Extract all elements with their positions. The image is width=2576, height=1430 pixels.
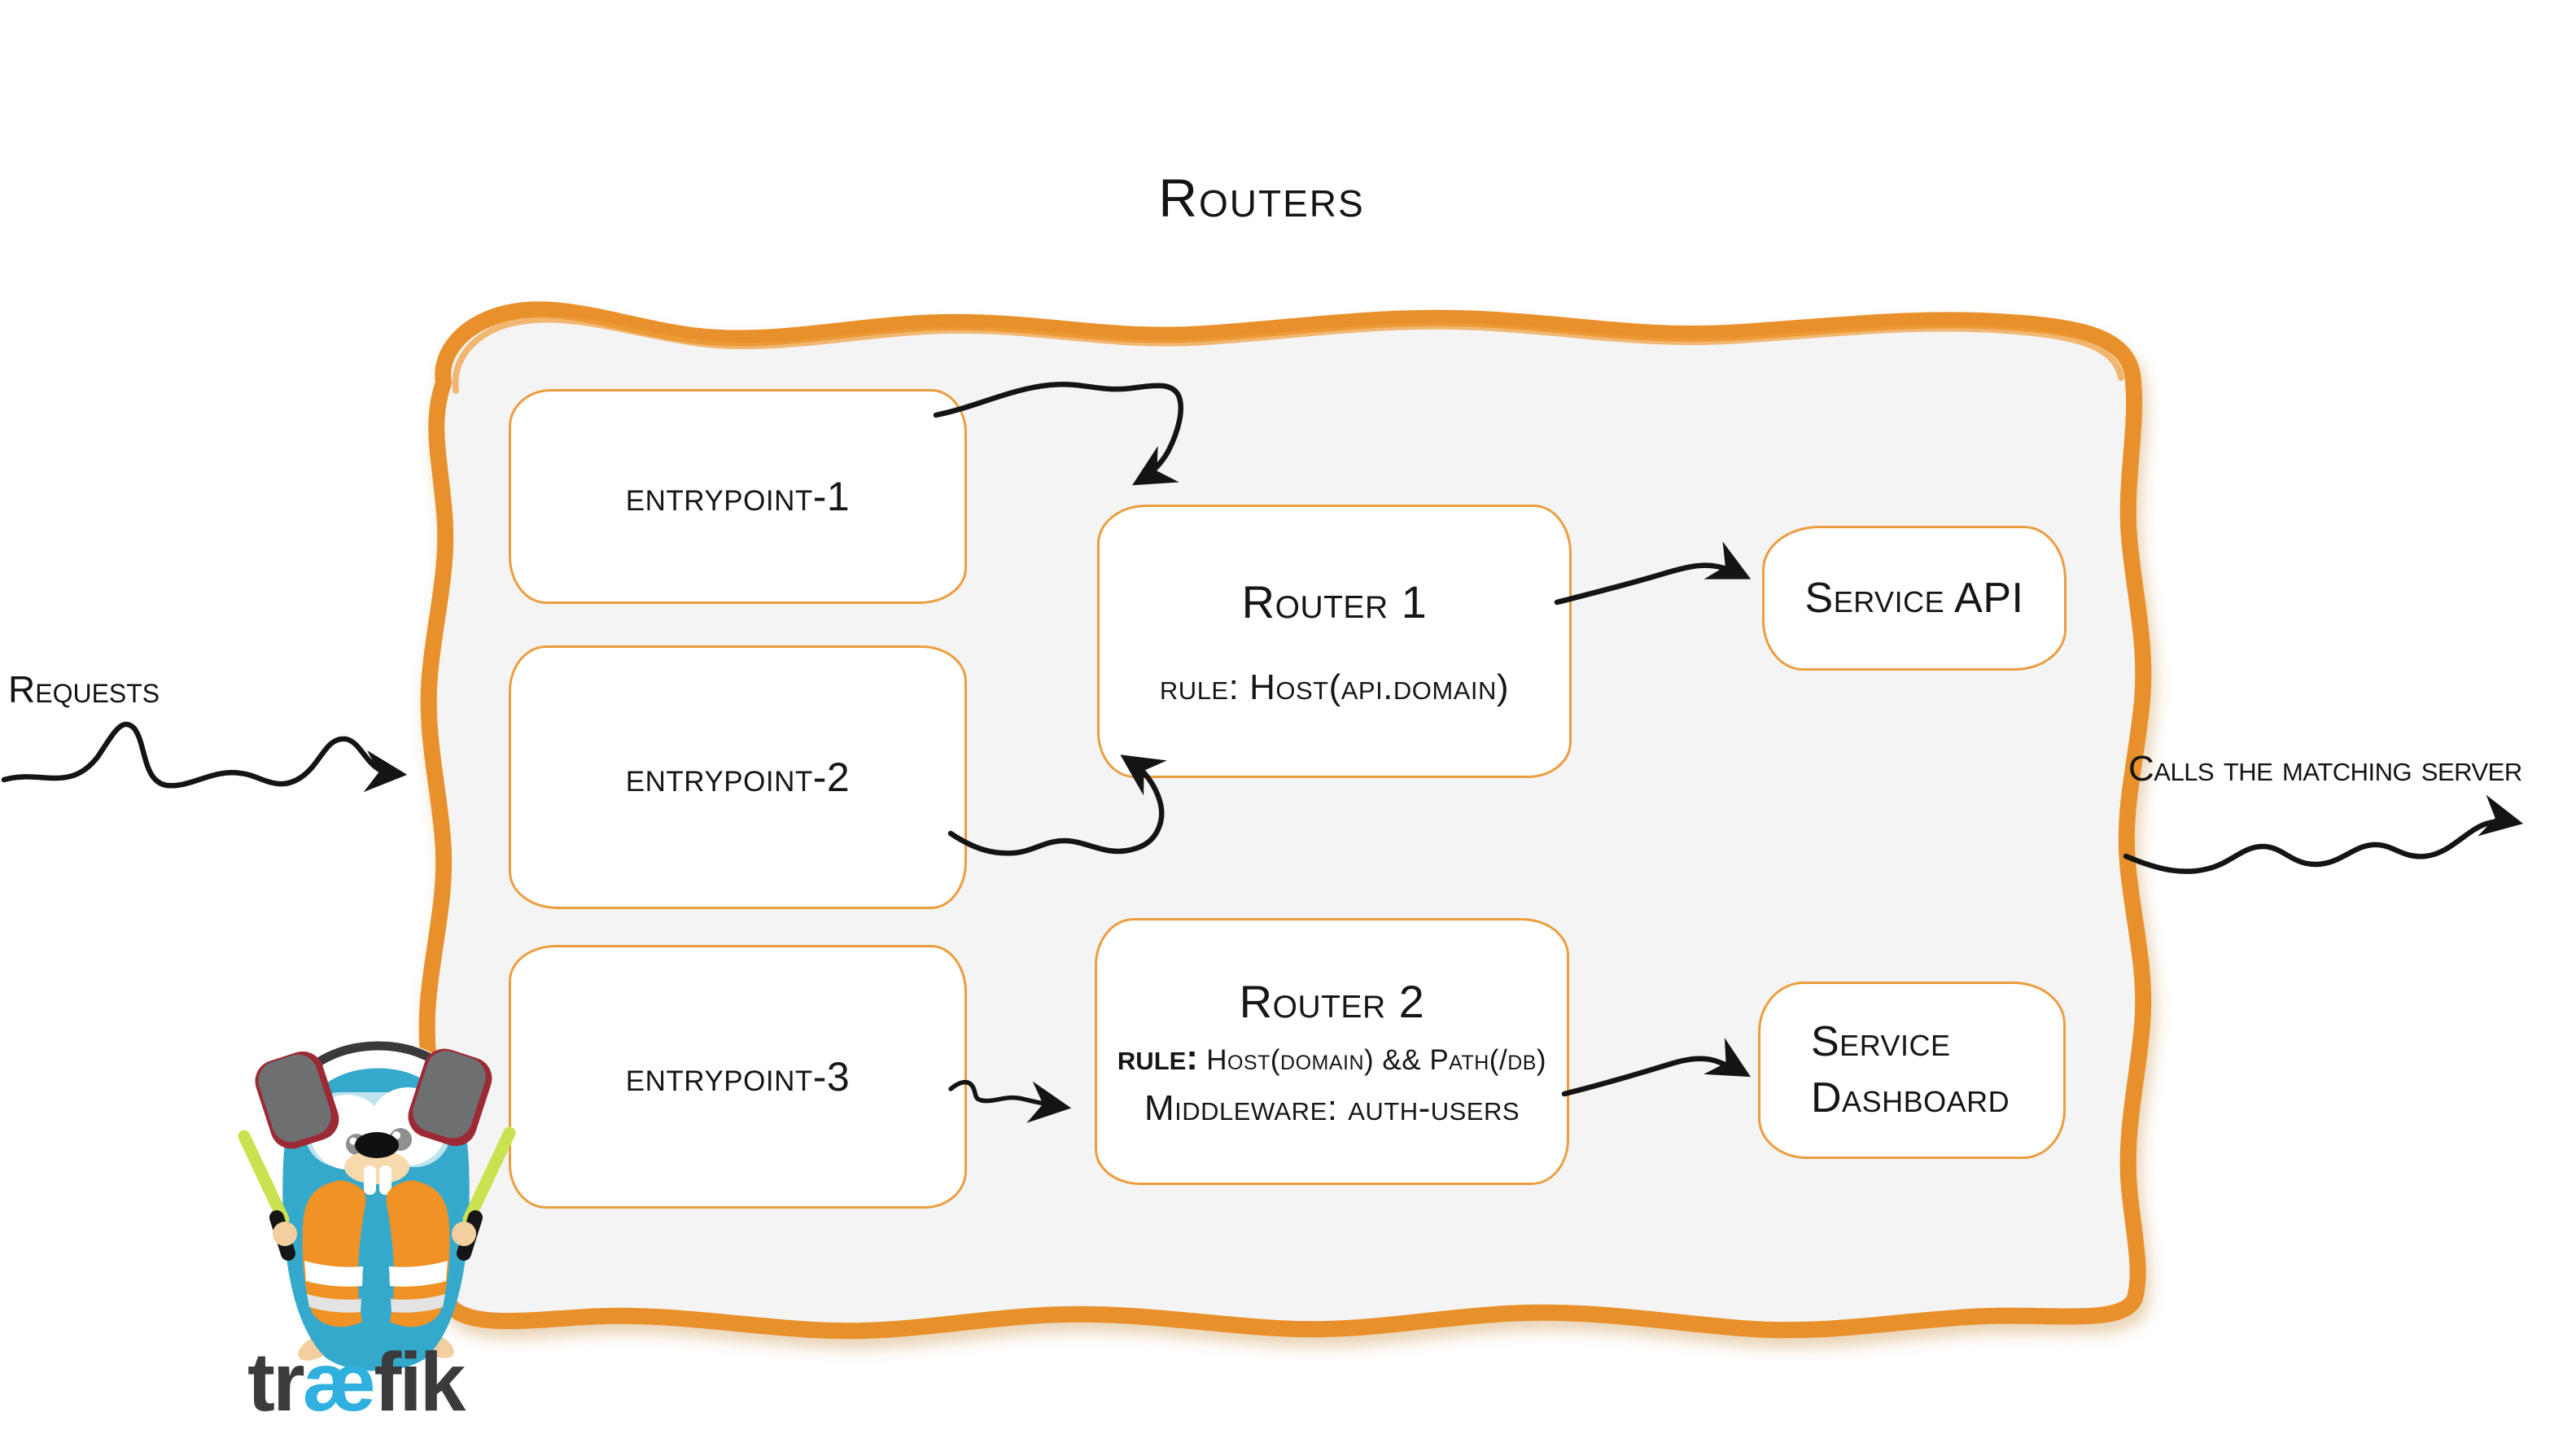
gopher-left-tooth bbox=[364, 1165, 376, 1195]
vest-left-panel bbox=[302, 1180, 366, 1327]
entrypoint-1-box: entrypoint-1 bbox=[509, 389, 967, 604]
router-2-name: Router 2 bbox=[1239, 975, 1425, 1027]
service-dashboard-label-line1: Service bbox=[1811, 1018, 1951, 1066]
gopher-left-pupil-highlight bbox=[349, 1137, 357, 1145]
router-1-name: Router 1 bbox=[1241, 575, 1428, 628]
vest-right-stripe-2 bbox=[391, 1294, 445, 1313]
vest-right-panel bbox=[386, 1180, 450, 1327]
service-dashboard-box: Service Dashboard bbox=[1758, 982, 2066, 1159]
traefik-gopher-mascot bbox=[238, 1040, 516, 1371]
calls-label: Calls the matching server bbox=[2128, 749, 2522, 789]
router-1-box: Router 1 rule: Host(api.domain) bbox=[1097, 505, 1572, 778]
wordmark-ae: æ bbox=[302, 1336, 377, 1428]
entrypoint2-to-router1-arrow bbox=[947, 754, 1167, 856]
entrypoint-3-label: entrypoint-3 bbox=[625, 1054, 851, 1100]
wordmark-fik: fik bbox=[374, 1336, 466, 1428]
router-1-rule: rule: Host(api.domain) bbox=[1159, 667, 1510, 707]
right-light-stick bbox=[462, 1126, 516, 1226]
router-2-rule-value: Host(domain) && Path(/db) bbox=[1206, 1043, 1547, 1076]
headphone-left-cup bbox=[255, 1051, 339, 1149]
entrypoint-1-label: entrypoint-1 bbox=[625, 474, 851, 519]
gopher-right-tooth bbox=[379, 1165, 391, 1195]
entrypoint1-to-router1-arrow bbox=[933, 382, 1183, 486]
vest-left-stripe-2 bbox=[307, 1294, 361, 1313]
vest-right-stripe-1 bbox=[389, 1261, 448, 1287]
headphone-right-cup bbox=[408, 1048, 492, 1147]
gopher-muzzle bbox=[344, 1150, 409, 1184]
requests-arrow bbox=[1, 721, 408, 793]
entrypoint-3-box: entrypoint-3 bbox=[509, 945, 967, 1209]
service-api-label: Service API bbox=[1804, 575, 2024, 622]
traefik-wordmark: træfik bbox=[247, 1335, 466, 1430]
wordmark-tr: tr bbox=[247, 1336, 305, 1428]
router-2-rule: rule: Host(domain) && Path(/db) bbox=[1117, 1038, 1546, 1078]
router1-to-service-api-arrow bbox=[1554, 541, 1752, 606]
vest-left-stripe-1 bbox=[304, 1261, 363, 1287]
router-2-middleware: Middleware: auth-users bbox=[1144, 1087, 1520, 1128]
gopher-nose bbox=[355, 1132, 399, 1158]
router-2-box: Router 2 rule: Host(domain) && Path(/db)… bbox=[1095, 918, 1569, 1185]
requests-label: Requests bbox=[8, 668, 160, 711]
calls-matching-server-arrow bbox=[2123, 794, 2524, 874]
entrypoint3-to-router2-arrow bbox=[948, 1080, 1072, 1123]
entrypoint-2-box: entrypoint-2 bbox=[509, 645, 967, 909]
service-api-box: Service API bbox=[1762, 526, 2066, 671]
left-light-stick bbox=[238, 1130, 290, 1226]
service-dashboard-label-line2: Dashboard bbox=[1811, 1074, 2010, 1122]
entrypoint-2-label: entrypoint-2 bbox=[625, 754, 851, 800]
router-2-rule-label: rule: bbox=[1117, 1037, 1198, 1078]
gopher-left-hand bbox=[273, 1222, 297, 1246]
gopher-right-hand bbox=[452, 1222, 476, 1246]
container-outline-texture bbox=[452, 316, 2124, 394]
page-title: Routers bbox=[1158, 168, 1365, 228]
router2-to-service-dashboard-arrow bbox=[1561, 1038, 1751, 1097]
